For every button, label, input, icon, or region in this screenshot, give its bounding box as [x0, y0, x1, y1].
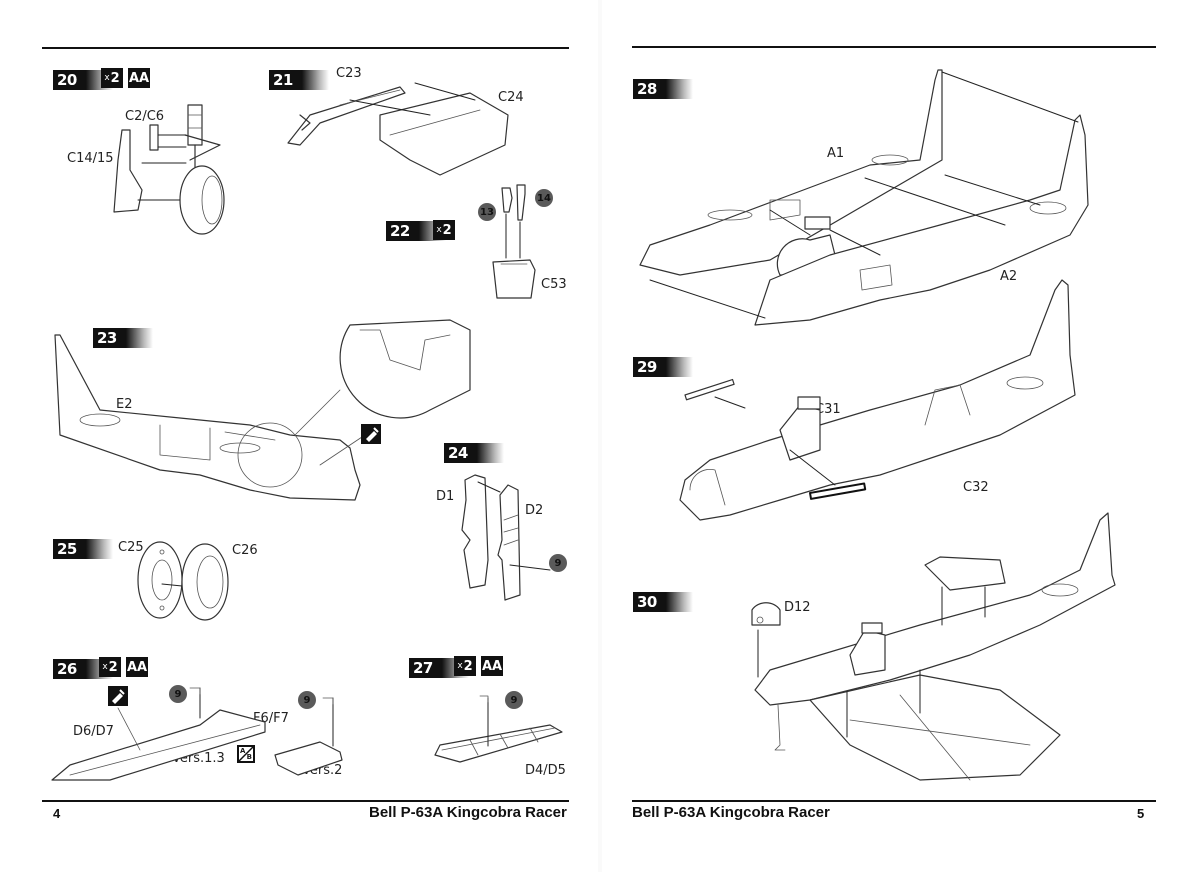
- control-box-illustration: [492, 184, 536, 299]
- step-20-label: 20: [53, 70, 113, 90]
- fuselage-armament-illustration: [679, 279, 1076, 521]
- symmetry-aa-icon: AA: [126, 657, 148, 677]
- part-label-c25: C25: [118, 540, 144, 555]
- part-label-c53: C53: [541, 277, 567, 292]
- color-callout-9: 9: [505, 691, 523, 709]
- part-label-c31: C31: [815, 402, 841, 417]
- part-label-c26: C26: [232, 543, 258, 558]
- symmetry-aa-icon: AA: [481, 656, 503, 676]
- part-label-d4-d5: D4/D5: [525, 763, 566, 778]
- color-callout-9: 9: [298, 691, 316, 709]
- footer-title: Bell P-63A Kingcobra Racer: [369, 804, 567, 821]
- part-label-c32: C32: [963, 480, 989, 495]
- wheel-hub-illustration: [137, 541, 229, 621]
- symmetry-aa-icon: AA: [128, 68, 150, 88]
- part-label-e2: E2: [116, 397, 133, 412]
- page-number: 4: [53, 806, 61, 821]
- fuselage-half-illustration: [54, 319, 471, 501]
- page-number: 5: [1137, 806, 1145, 821]
- part-label-a2: A2: [1000, 269, 1018, 284]
- color-callout-9: 9: [169, 685, 187, 703]
- part-label-c2-c6: C2/C6: [125, 109, 165, 124]
- landing-gear-illustration: [113, 104, 225, 235]
- canopy-parts-illustration: [287, 82, 509, 176]
- step-24-label: 24: [444, 443, 504, 463]
- top-rule: [42, 47, 569, 49]
- part-label-d12: D12: [784, 600, 811, 615]
- step-21-label: 21: [269, 70, 329, 90]
- color-callout-14: 14: [535, 189, 553, 207]
- bottom-rule: [42, 800, 569, 802]
- gear-door-illustration: [461, 474, 551, 601]
- step-23-label: 23: [93, 328, 153, 348]
- paint-brush-icon: [361, 424, 381, 444]
- fuselage-halves-assembly-illustration: [639, 69, 1089, 326]
- step-28-label: 28: [633, 79, 693, 99]
- footer-title: Bell P-63A Kingcobra Racer: [632, 804, 830, 821]
- step-29-label: 29: [633, 357, 693, 377]
- step-26-label: 26: [53, 659, 113, 679]
- part-label-d1: D1: [436, 489, 455, 504]
- step-30-label: 30: [633, 592, 693, 612]
- paint-brush-icon: [108, 686, 128, 706]
- page-right: 28 A1 A2 29 C31 C32: [600, 0, 1200, 872]
- version-ab-icon: A B: [237, 745, 255, 763]
- top-rule: [632, 46, 1156, 48]
- aileron-illustration: [434, 695, 563, 763]
- part-label-c24: C24: [498, 90, 524, 105]
- color-callout-9: 9: [549, 554, 567, 572]
- step-22-label: 22: [386, 221, 446, 241]
- part-label-a1: A1: [827, 146, 845, 161]
- part-label-c14-15: C14/15: [67, 151, 114, 166]
- wing-canopy-final-assembly-illustration: [751, 512, 1116, 781]
- page-gutter: [598, 0, 602, 872]
- step-25-label: 25: [53, 539, 113, 559]
- flap-panels-illustration: [51, 687, 343, 781]
- part-label-d6-d7: D6/D7: [73, 724, 114, 739]
- bottom-rule: [632, 800, 1156, 802]
- color-callout-13: 13: [478, 203, 496, 221]
- part-label-d2: D2: [525, 503, 544, 518]
- part-label-c23: C23: [336, 66, 362, 81]
